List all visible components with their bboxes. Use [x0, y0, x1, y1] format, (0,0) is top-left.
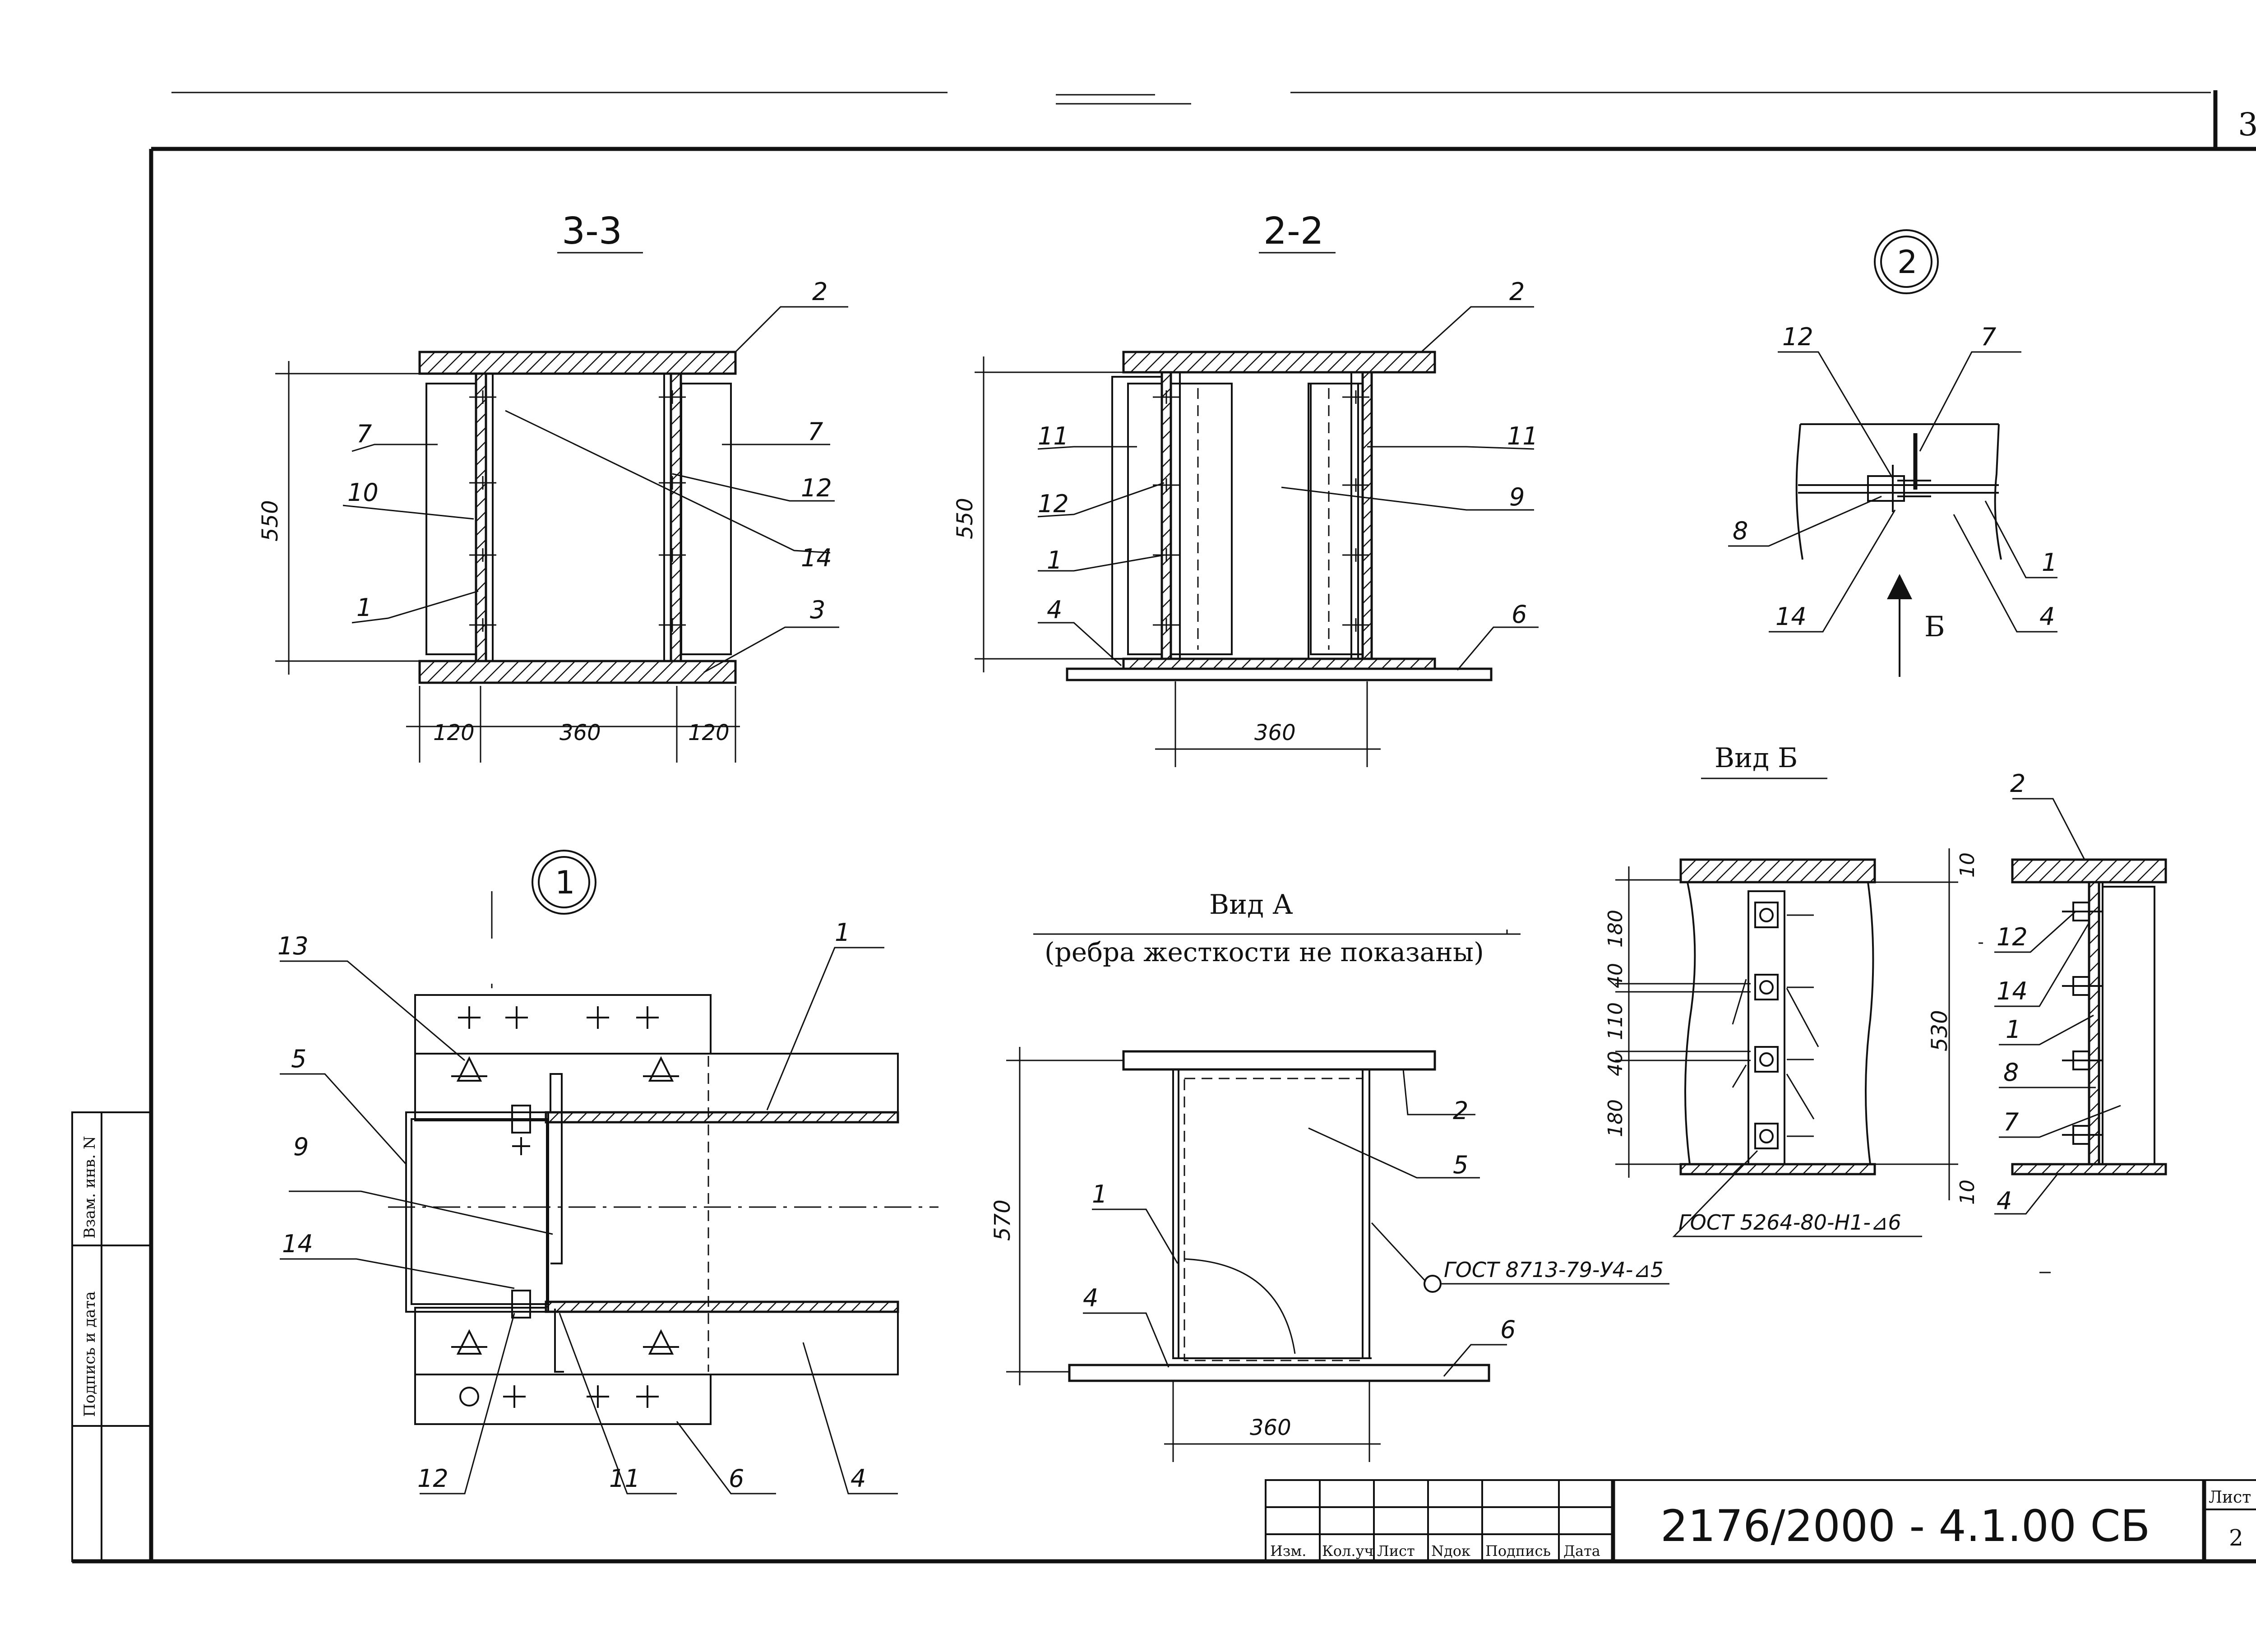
vb-dim-chain-40-a: 40 — [1604, 963, 1627, 988]
n2-callout-4: 4 — [2039, 602, 2055, 631]
n1-callout-9: 9 — [293, 1133, 309, 1161]
sheet-corner-number: 3 — [2238, 106, 2256, 143]
sheet-frame — [72, 90, 2256, 1564]
title-col-data: Дата — [1563, 1542, 1600, 1559]
s22-dim-width: 360 — [1254, 720, 1296, 745]
view-b-title: Вид Б — [1715, 742, 1798, 774]
sv-callout-8: 8 — [2003, 1058, 2019, 1087]
n2-callout-8: 8 — [1733, 517, 1748, 545]
n2-callout-7: 7 — [1981, 323, 1996, 351]
n1-callout-11: 11 — [609, 1464, 640, 1493]
s22-callout-6: 6 — [1512, 600, 1527, 629]
n2-callout-12: 12 — [1782, 323, 1813, 351]
vb-dim-chain-180-top: 180 — [1604, 910, 1627, 948]
s22-dim-height: 550 — [952, 498, 978, 539]
node-2 — [1728, 229, 2057, 677]
s33-callout-7-right: 7 — [808, 417, 823, 446]
title-col-list: Лист — [1377, 1542, 1415, 1559]
n2-callout-14: 14 — [1775, 602, 1807, 631]
view-b — [1615, 777, 1958, 1237]
side-stamp — [71, 1111, 152, 1562]
n2-view-arrow-label: Б — [1924, 610, 1945, 643]
va-callout-4: 4 — [1083, 1284, 1098, 1312]
n2-callout-1: 1 — [2042, 548, 2057, 577]
s33-callout-1: 1 — [356, 593, 372, 622]
section-3-3 — [275, 252, 848, 763]
n1-callout-5: 5 — [291, 1045, 306, 1073]
n1-callout-1: 1 — [835, 918, 850, 947]
n1-callout-14: 14 — [282, 1230, 313, 1258]
va-weld-note: ГОСТ 8713-79-У4-⊿5 — [1444, 1258, 1664, 1282]
sv-callout-4: 4 — [1997, 1187, 2012, 1215]
n1-callout-4: 4 — [851, 1464, 866, 1493]
node-1-title: 1 — [555, 864, 575, 901]
va-callout-5: 5 — [1453, 1151, 1468, 1179]
node-1 — [280, 850, 1508, 1495]
sv-callout-7: 7 — [2003, 1108, 2019, 1136]
s33-callout-14: 14 — [801, 544, 832, 572]
view-a — [1006, 933, 1669, 1462]
vb-weld-note: ГОСТ 5264-80-Н1-⊿6 — [1678, 1210, 1901, 1235]
s33-callout-10: 10 — [347, 478, 379, 507]
section-2-2-title: 2-2 — [1263, 210, 1324, 253]
side-view — [1979, 798, 2167, 1273]
view-a-subtitle: (ребра жесткости не показаны) — [1045, 937, 1484, 967]
s33-dim-right: 120 — [688, 720, 730, 745]
stamp-replacement-inv: Взам. инв. N — [81, 1136, 99, 1239]
s33-callout-3: 3 — [810, 596, 825, 624]
sv-callout-12: 12 — [1997, 923, 2028, 951]
s33-dim-left: 120 — [433, 720, 475, 745]
va-dim-width: 360 — [1250, 1415, 1291, 1440]
n1-callout-6: 6 — [729, 1464, 744, 1493]
title-col-izm: Изм. — [1270, 1542, 1306, 1559]
n1-callout-12: 12 — [417, 1464, 448, 1493]
s33-dim-height: 550 — [258, 500, 283, 541]
sv-callout-1: 1 — [2006, 1015, 2021, 1044]
title-block — [1265, 1479, 2256, 1562]
sv-callout-14: 14 — [1997, 977, 2028, 1005]
stamp-signature-date: Подпись и дата — [81, 1291, 99, 1417]
sv-callout-2: 2 — [2010, 769, 2025, 798]
s22-callout-11-right: 11 — [1507, 422, 1538, 450]
vb-dim-chain-180-bottom: 180 — [1604, 1099, 1627, 1137]
view-a-title: Вид А — [1209, 889, 1293, 921]
top-scan-marks — [171, 92, 2211, 105]
va-callout-2: 2 — [1453, 1097, 1468, 1125]
node-2-title: 2 — [1897, 244, 1918, 281]
s33-callout-12: 12 — [801, 474, 832, 502]
s22-callout-2: 2 — [1509, 278, 1525, 306]
vb-dim-bottom: 10 — [1956, 1180, 1979, 1205]
vb-dim-top: 10 — [1956, 852, 1979, 878]
vb-dim-chain-110: 110 — [1604, 1002, 1627, 1040]
s22-callout-9: 9 — [1509, 483, 1525, 511]
vb-dim-total: 530 — [1927, 1010, 1952, 1051]
va-dim-height: 570 — [990, 1199, 1015, 1241]
s22-callout-4: 4 — [1047, 596, 1062, 624]
s33-callout-2: 2 — [812, 278, 828, 306]
s22-callout-11-left: 11 — [1038, 422, 1069, 450]
title-col-ndok: Nдок — [1431, 1542, 1470, 1559]
sheet-label: Лист — [2209, 1488, 2251, 1507]
section-2-2 — [975, 252, 1539, 767]
n1-callout-13: 13 — [277, 932, 309, 960]
title-col-kol: Кол.уч — [1322, 1542, 1374, 1559]
section-3-3-title: 3-3 — [562, 210, 622, 253]
va-callout-1: 1 — [1092, 1180, 1107, 1208]
va-callout-6: 6 — [1500, 1315, 1516, 1344]
document-code: 2176/2000 - 4.1.00 СБ — [1660, 1501, 2150, 1551]
s33-dim-middle: 360 — [559, 720, 601, 745]
title-col-podpis: Подпись — [1485, 1542, 1551, 1559]
s33-callout-7-left: 7 — [356, 420, 372, 448]
vb-dim-chain-40-b: 40 — [1604, 1051, 1627, 1076]
sheet-number: 2 — [2229, 1525, 2243, 1551]
s22-callout-1: 1 — [1047, 546, 1062, 574]
s22-callout-12: 12 — [1038, 490, 1069, 518]
